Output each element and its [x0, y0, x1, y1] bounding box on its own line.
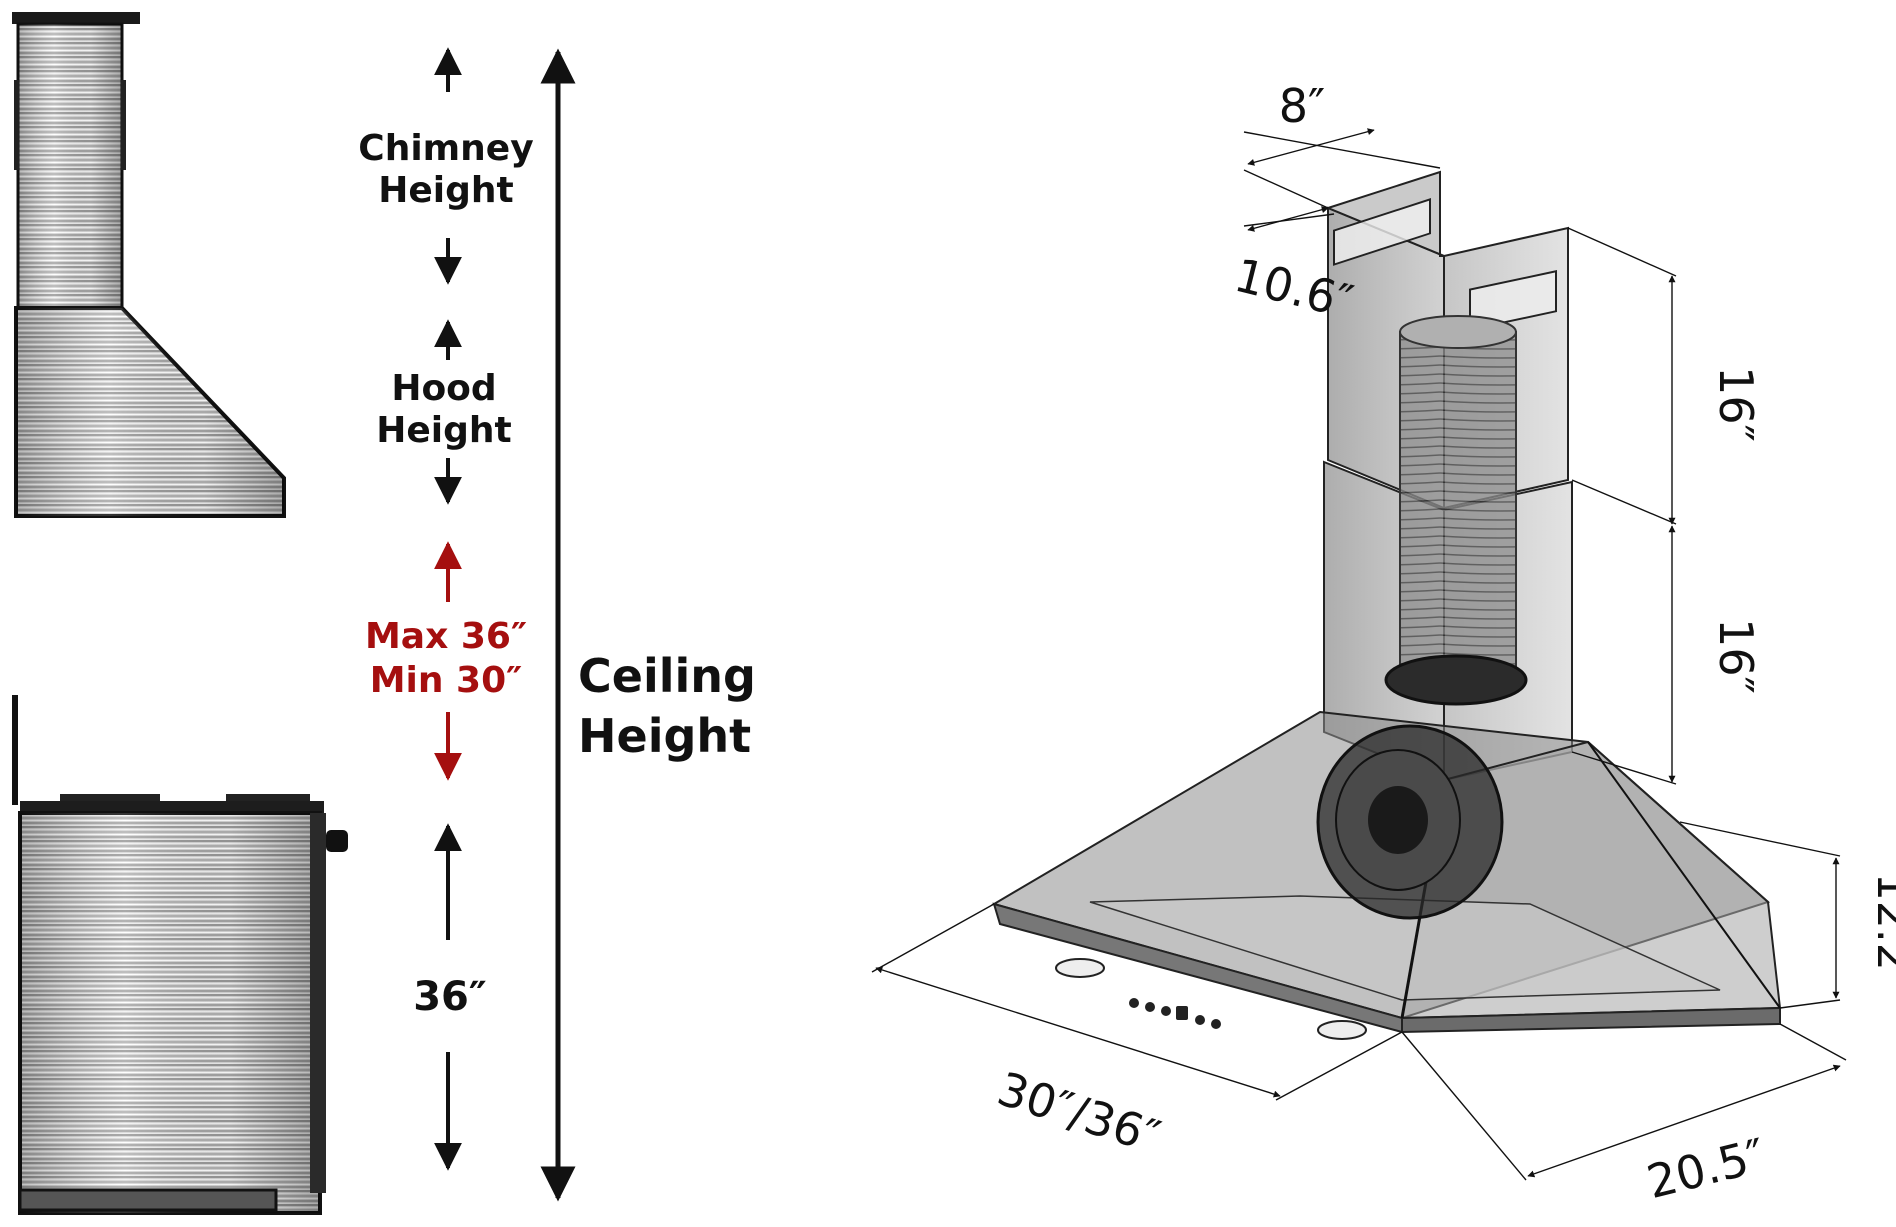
chimney-vent-slots-right [1469, 270, 1557, 331]
clearance-max-label: Max 36″ [365, 616, 527, 657]
chimney-vent-slots-left [1333, 198, 1431, 266]
chimney-height-label-line1: Chimney [358, 128, 533, 169]
left-labels: Chimney Height Hood Height Max 36″ Min 3… [358, 128, 756, 1020]
hood-side-view [14, 306, 286, 518]
hood-height-label-line2: Height [376, 410, 512, 451]
hood-height-label-line1: Hood [391, 368, 496, 409]
lower-chimney-height-label: 16″ [1709, 618, 1763, 694]
side-elevation [12, 12, 348, 1215]
ceiling-height-label-line1: Ceiling [578, 649, 756, 703]
hood-depth-label: 20.5″ [1642, 1128, 1771, 1209]
clearance-min-label: Min 30″ [370, 660, 523, 701]
chimney-side-view [12, 12, 140, 310]
flexible-duct [1384, 315, 1528, 706]
isometric-hood [991, 170, 1782, 1040]
control-panel [1129, 998, 1221, 1029]
chimney-width-line [1247, 206, 1329, 232]
hood-height-label: 12.2″ [1867, 873, 1896, 987]
chimney-depth-label: 8″ [1279, 79, 1325, 133]
chimney-height-label-line2: Height [378, 170, 514, 211]
range-side-view [18, 794, 348, 1215]
hood-width-label: 30″/36″ [991, 1061, 1166, 1164]
halogen-light-right [1317, 1020, 1367, 1040]
hood-depth-line [1527, 1064, 1841, 1178]
right-dimension-lines [871, 128, 1847, 1181]
left-dimension-arrows [434, 47, 576, 1202]
backsplash-wall [12, 695, 18, 805]
counter-height-label: 36″ [413, 974, 487, 1020]
halogen-light-left [1055, 958, 1105, 978]
hood-width-line [875, 966, 1281, 1098]
ceiling-height-label-line2: Height [578, 709, 751, 763]
blower-motor [1316, 724, 1504, 920]
upper-chimney-height-label: 16″ [1709, 366, 1763, 442]
chimney-depth-line [1247, 128, 1375, 166]
